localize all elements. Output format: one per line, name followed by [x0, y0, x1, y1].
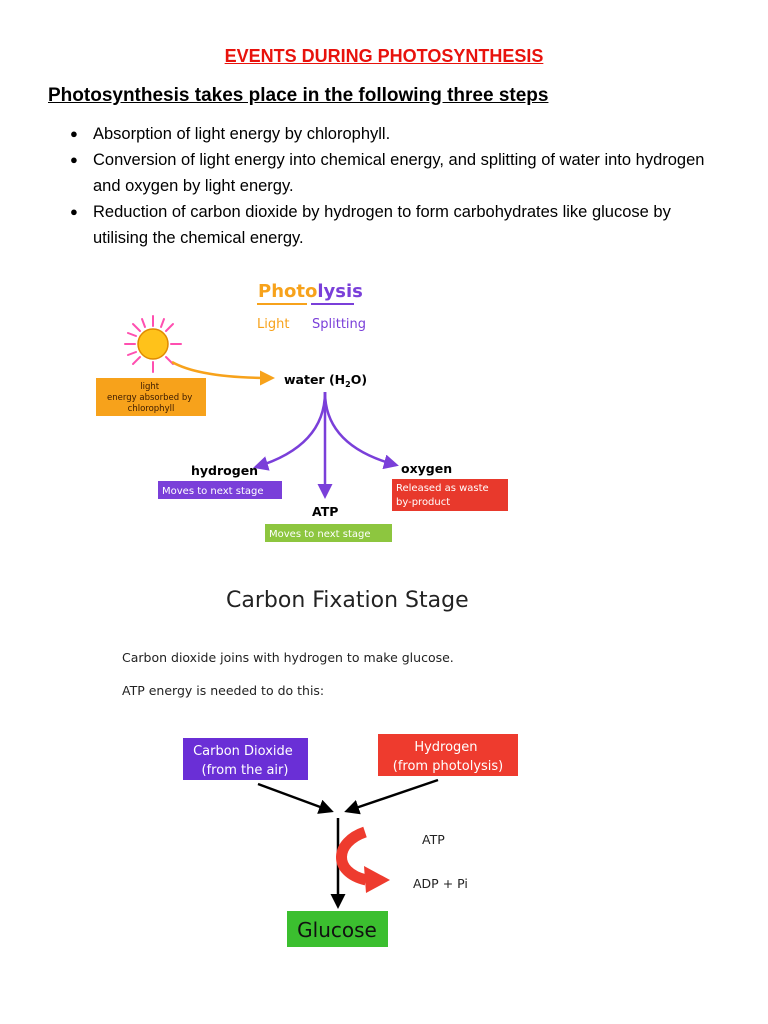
- oxygen-waste-box: [392, 479, 508, 511]
- steps-list: Absorption of light energy by chlorophyl…: [70, 121, 730, 251]
- photolysis-heading-lysis: lysis: [317, 281, 363, 302]
- carbon-fixation-diagram: Carbon Fixation Stage Carbon dioxide joi…: [122, 588, 518, 947]
- oxygen-arrow: [323, 391, 399, 470]
- section-heading: Photosynthesis takes place in the follow…: [48, 85, 549, 106]
- carbon-fixation-line2: ATP energy is needed to do this:: [122, 683, 324, 698]
- svg-text:Released as waste by-pro: Released as waste by-product: [396, 483, 492, 508]
- atp-label: ATP: [312, 504, 338, 519]
- svg-text:Carbon Dioxide (from the: Carbon Dioxide (from the air): [193, 744, 297, 778]
- atp-next-stage-box: [265, 524, 392, 542]
- label-splitting: Splitting: [312, 317, 366, 332]
- hydrogen-label: hydrogen: [191, 463, 258, 478]
- hydrogen-arrow: [253, 391, 327, 471]
- svg-text:Moves to next stage: Moves to next stage: [269, 529, 371, 540]
- carbon-fixation-line1: Carbon dioxide joins with hydrogen to ma…: [122, 650, 454, 665]
- atp-curved-arrow: [336, 826, 390, 893]
- glucose-box: [287, 911, 388, 947]
- svg-text:light energy absorbed by: light energy absorbed by chlorophyll: [107, 382, 195, 414]
- hydrogen-next-stage-box: [158, 481, 282, 499]
- photolysis-diagram: Photolysis Light Splitting: [96, 281, 508, 542]
- adp-pi-label: ADP + Pi: [413, 876, 468, 891]
- carbon-dioxide-box: [183, 738, 308, 780]
- hydrogen-input-arrow: [344, 778, 439, 815]
- svg-text:Moves to next stage: Moves to next stage: [162, 486, 264, 497]
- co2-arrow: [257, 782, 334, 814]
- label-light: Light: [257, 317, 289, 332]
- water-label: water (H2O): [284, 372, 367, 389]
- hydrogen-source-box: [378, 734, 518, 776]
- photolysis-heading-photo: Photo: [258, 281, 317, 302]
- atp-input-label: ATP: [422, 832, 445, 847]
- oxygen-label: oxygen: [401, 461, 452, 476]
- light-energy-box: [96, 378, 206, 416]
- light-arrow: [171, 360, 275, 386]
- list-item: Reduction of carbon dioxide by hydrogen …: [70, 199, 730, 251]
- svg-text:Photolysis: Photolysis: [258, 281, 363, 302]
- carbon-fixation-title: Carbon Fixation Stage: [226, 588, 469, 613]
- svg-text:Glucose: Glucose: [297, 918, 377, 942]
- list-item: Absorption of light energy by chlorophyl…: [70, 121, 730, 147]
- svg-text:Hydrogen (from photolysi: Hydrogen (from photolysis): [393, 740, 504, 774]
- list-item: Conversion of light energy into chemical…: [70, 147, 730, 199]
- sun-icon: [124, 315, 182, 373]
- page-title: EVENTS DURING PHOTOSYNTHESIS: [224, 46, 544, 66]
